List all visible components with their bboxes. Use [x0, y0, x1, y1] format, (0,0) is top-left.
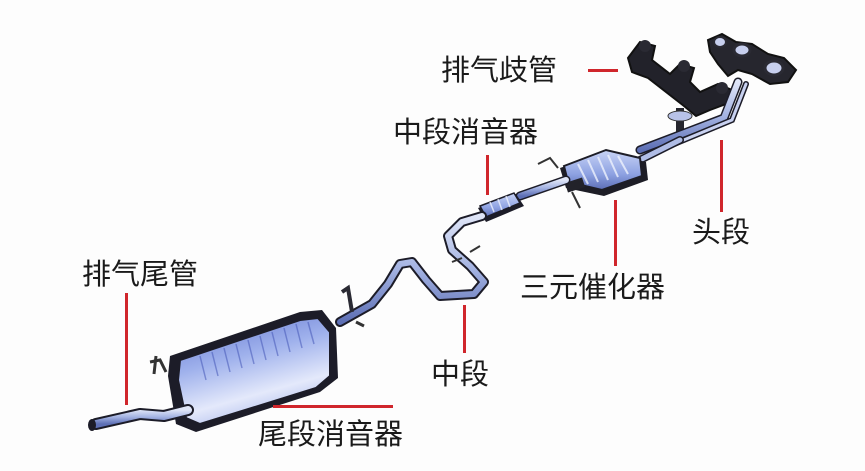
leader-line-middle-muffler	[486, 155, 489, 195]
label-catalytic-converter: 三元催化器	[520, 270, 666, 304]
label-middle-muffler: 中段消音器	[393, 115, 539, 149]
label-front-section: 头段	[692, 215, 751, 249]
leader-line-tailpipe	[125, 293, 128, 405]
manifold-icon	[626, 32, 798, 142]
label-rear-muffler: 尾段消音器	[258, 417, 404, 451]
label-exhaust-manifold: 排气歧管	[441, 53, 558, 87]
label-tailpipe: 排气尾管	[82, 257, 199, 291]
front-pipe-icon	[635, 77, 749, 164]
leader-line-exhaust-manifold	[588, 69, 618, 72]
muffler-icon	[149, 310, 338, 432]
leader-line-front-section	[720, 140, 723, 212]
leader-line-catalytic-converter	[614, 200, 617, 266]
leader-line-rear-muffler	[273, 405, 393, 408]
label-middle-section: 中段	[431, 357, 490, 391]
tailpipe-icon	[88, 404, 194, 431]
catalytic-converter-icon	[537, 148, 648, 209]
connecting-pipe-icon	[515, 175, 571, 201]
middle-pipe-icon	[335, 211, 489, 328]
leader-line-middle-section	[463, 305, 466, 353]
